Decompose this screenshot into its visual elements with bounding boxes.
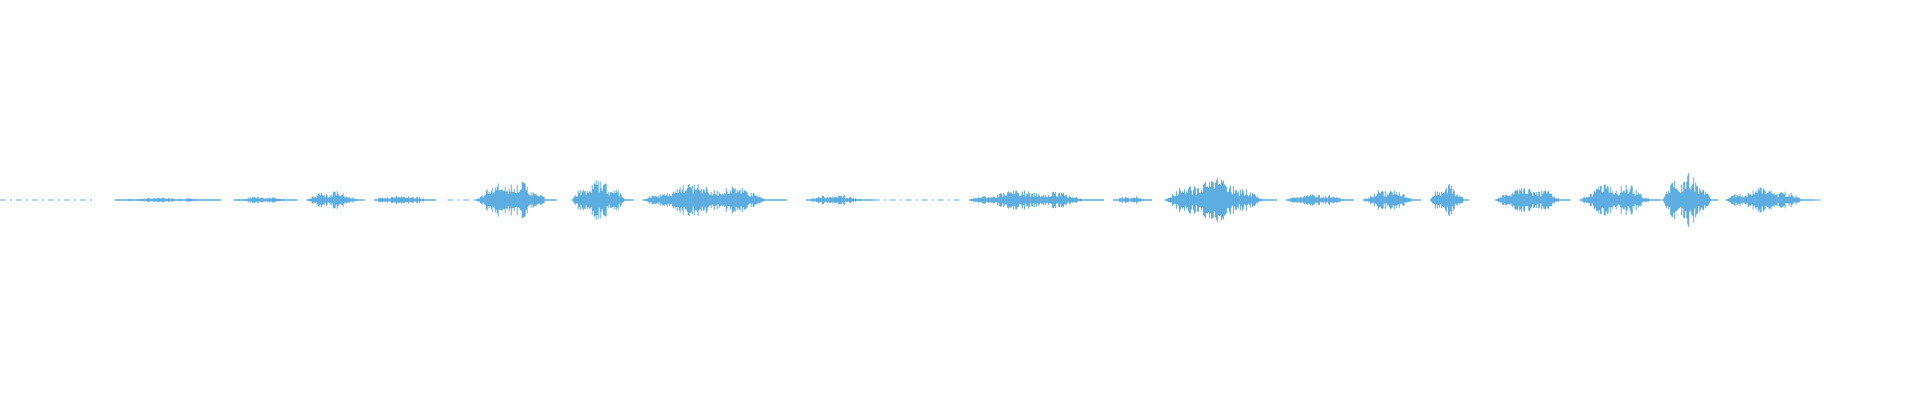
waveform-segment	[233, 196, 298, 204]
waveform-segment	[1164, 178, 1277, 222]
waveform-segment	[1495, 188, 1571, 212]
waveform-segment	[1113, 196, 1153, 204]
waveform-peaks	[1362, 190, 1421, 210]
waveform-peaks	[969, 190, 1105, 210]
waveform-segment	[1725, 187, 1815, 213]
waveform-peaks	[1495, 188, 1571, 212]
waveform-peaks	[642, 184, 787, 216]
waveform-peaks	[1579, 184, 1661, 216]
waveform-segment	[571, 180, 634, 220]
waveform-segment	[642, 184, 788, 216]
waveform-segment	[306, 191, 365, 209]
waveform-peaks	[1725, 187, 1815, 213]
waveform-peaks	[475, 182, 557, 218]
waveform-peaks	[1662, 173, 1719, 227]
waveform-peaks	[571, 180, 634, 220]
waveform-peaks	[114, 197, 221, 203]
waveform-peaks	[1429, 183, 1469, 217]
waveform-segment	[969, 190, 1105, 210]
waveform-segment	[475, 182, 557, 218]
waveform-segment	[1285, 194, 1354, 206]
waveform-peaks	[1285, 194, 1354, 206]
waveform-segment	[1362, 190, 1421, 210]
waveform-segment	[1429, 183, 1469, 217]
waveform-peaks	[1164, 178, 1277, 222]
waveform-segment	[373, 195, 436, 205]
waveform-peaks	[805, 195, 874, 205]
waveform-segment	[114, 197, 221, 203]
waveform-segment	[1579, 184, 1661, 216]
waveform-peaks	[373, 195, 436, 205]
waveform-peaks	[306, 191, 365, 209]
waveform-segment	[805, 195, 874, 205]
waveform-peaks	[233, 196, 298, 204]
waveform-peaks	[1113, 196, 1153, 204]
waveform-segment	[1662, 173, 1719, 227]
